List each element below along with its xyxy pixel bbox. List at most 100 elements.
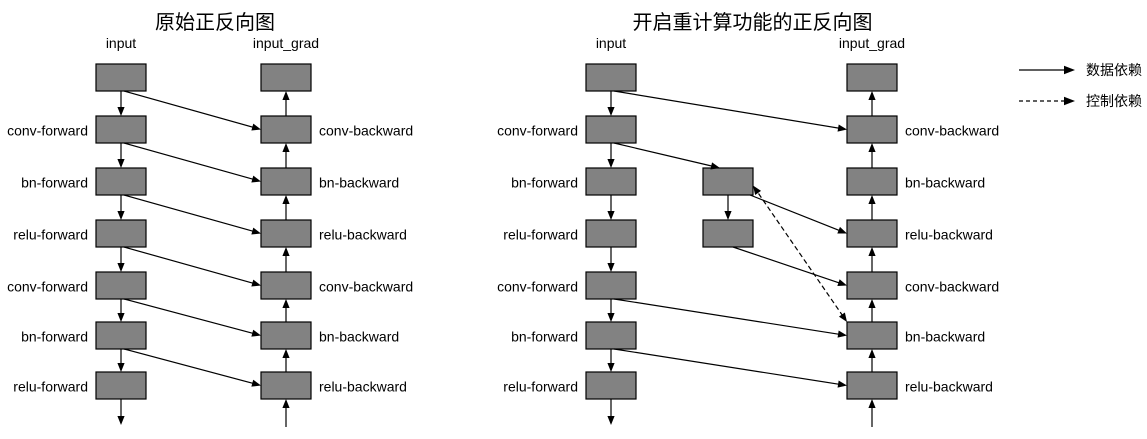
recompute-node-conv-backward [846, 271, 898, 300]
solid-arrow-icon [1019, 65, 1075, 75]
recompute-data-dependency-f0-b1 [613, 90, 847, 132]
original-data-dependency-f1-b2 [123, 142, 261, 183]
recompute-data-dependency-m2-b3 [749, 194, 847, 234]
recompute-node-label-conv-backward: conv-backward [905, 123, 999, 139]
original-node-label-bn-forward: bn-forward [21, 175, 88, 191]
legend-label-data-dependency: 数据依赖 [1086, 64, 1142, 79]
recompute-data-dependency-b2-b1 [868, 143, 876, 168]
original-node-conv-forward [95, 115, 147, 144]
recompute-node-bn-backward [846, 167, 898, 196]
recompute-node-relu-backward [846, 371, 898, 400]
original-node-conv-backward [260, 115, 312, 144]
legend-label-control-dependency: 控制依赖 [1086, 95, 1142, 110]
right-diagram-title: 开启重计算功能的正反向图 [632, 12, 873, 34]
original-data-dependency-b5-b4 [282, 299, 290, 322]
original-column-header-bwd: input_grad [253, 35, 319, 51]
original-data-dependency-b3-b2 [282, 195, 290, 220]
original-node-input_grad [260, 63, 312, 92]
original-node-label-bn-forward: bn-forward [21, 329, 88, 345]
recompute-node-label-conv-backward: conv-backward [905, 279, 999, 295]
original-node-conv-forward [95, 271, 147, 300]
original-node-bn-forward [95, 167, 147, 196]
original-node-label-relu-backward: relu-backward [319, 227, 407, 243]
original-node-relu-forward [95, 219, 147, 248]
recompute-node-bn-backward [846, 321, 898, 350]
recompute-node-label-conv-forward: conv-forward [497, 123, 578, 139]
original-node-label-bn-backward: bn-backward [319, 175, 399, 191]
original-data-dependency-f1-f2 [117, 143, 125, 168]
original-node-relu-forward [95, 371, 147, 400]
recompute-node-label-bn-backward: bn-backward [905, 329, 985, 345]
original-data-dependency-b4-b3 [282, 247, 290, 272]
original-data-dependency-f4-f5 [117, 299, 125, 322]
original-data-dependency-f0-f1 [117, 91, 125, 116]
recompute-node-label-bn-forward: bn-forward [511, 329, 578, 345]
original-node-label-relu-forward: relu-forward [13, 379, 88, 395]
recompute-data-dependency-b5-b4 [868, 299, 876, 322]
original-node-label-conv-backward: conv-backward [319, 279, 413, 295]
recompute-column-header-fwd: input [596, 35, 626, 51]
recompute-data-dependency-f3-f4 [607, 247, 615, 272]
original-node-bn-backward [260, 321, 312, 350]
recompute-data-dependency-f1-m2 [613, 142, 720, 170]
recompute-node-relu-forward [585, 219, 637, 248]
recompute-node-input [585, 63, 637, 92]
original-output-flow [117, 399, 125, 425]
recompute-node-label-relu-backward: relu-backward [905, 227, 993, 243]
recompute-node-relu-forward [585, 371, 637, 400]
original-data-dependency-b2-b1 [282, 143, 290, 168]
original-node-conv-backward [260, 271, 312, 300]
original-data-dependency-f3-f4 [117, 247, 125, 272]
original-data-dependency-b1-b0 [282, 91, 290, 116]
original-column-header-fwd: input [106, 35, 136, 51]
recompute-node-recompute-node-2 [702, 219, 754, 248]
recompute-data-dependency-b3-b2 [868, 195, 876, 220]
original-node-bn-forward [95, 321, 147, 350]
original-node-label-relu-backward: relu-backward [319, 379, 407, 395]
recompute-node-label-bn-backward: bn-backward [905, 175, 985, 191]
recompute-data-dependency-f2-f3 [607, 195, 615, 220]
recompute-grad-input-flow [868, 399, 876, 427]
recompute-column-header-bwd: input_grad [839, 35, 905, 51]
original-node-label-conv-forward: conv-forward [7, 123, 88, 139]
recompute-data-dependency-f1-f2 [607, 143, 615, 168]
recompute-data-dependency-f5-b6 [613, 348, 847, 388]
recompute-data-dependency-f5-f6 [607, 349, 615, 372]
original-data-dependency-f2-f3 [117, 195, 125, 220]
original-node-bn-backward [260, 167, 312, 196]
recompute-node-label-bn-forward: bn-forward [511, 175, 578, 191]
legend: 数据依赖 控制依赖 [1019, 62, 1142, 124]
original-node-label-conv-forward: conv-forward [7, 279, 88, 295]
recompute-node-bn-forward [585, 167, 637, 196]
dashed-arrow-icon [1019, 96, 1075, 106]
left-diagram-title: 原始正反向图 [155, 12, 275, 34]
recompute-node-bn-forward [585, 321, 637, 350]
recompute-node-label-relu-forward: relu-forward [503, 379, 578, 395]
recompute-node-input_grad [846, 63, 898, 92]
recompute-data-dependency-m3-b4 [732, 246, 847, 287]
recompute-node-relu-backward [846, 219, 898, 248]
recompute-data-dependency-f4-f5 [607, 299, 615, 322]
original-node-relu-backward [260, 371, 312, 400]
original-node-label-bn-backward: bn-backward [319, 329, 399, 345]
original-node-input [95, 63, 147, 92]
recompute-node-conv-forward [585, 115, 637, 144]
original-data-dependency-f5-f6 [117, 349, 125, 372]
recompute-node-label-relu-forward: relu-forward [503, 227, 578, 243]
original-node-label-conv-backward: conv-backward [319, 123, 413, 139]
original-node-relu-backward [260, 219, 312, 248]
recompute-node-conv-backward [846, 115, 898, 144]
original-node-label-relu-forward: relu-forward [13, 227, 88, 243]
original-data-dependency-f5-b6 [123, 348, 261, 387]
recompute-data-dependency-b1-b0 [868, 91, 876, 116]
legend-item-data-dependency: 数据依赖 [1019, 62, 1142, 79]
recompute-data-dependency-b4-b3 [868, 247, 876, 272]
recompute-node-label-relu-backward: relu-backward [905, 379, 993, 395]
original-data-dependency-f2-b3 [123, 194, 261, 235]
recompute-node-conv-forward [585, 271, 637, 300]
recompute-control-dependency-b5-m2 [753, 185, 847, 322]
recompute-data-dependency-b6-b5 [868, 349, 876, 372]
legend-item-control-dependency: 控制依赖 [1019, 93, 1142, 110]
